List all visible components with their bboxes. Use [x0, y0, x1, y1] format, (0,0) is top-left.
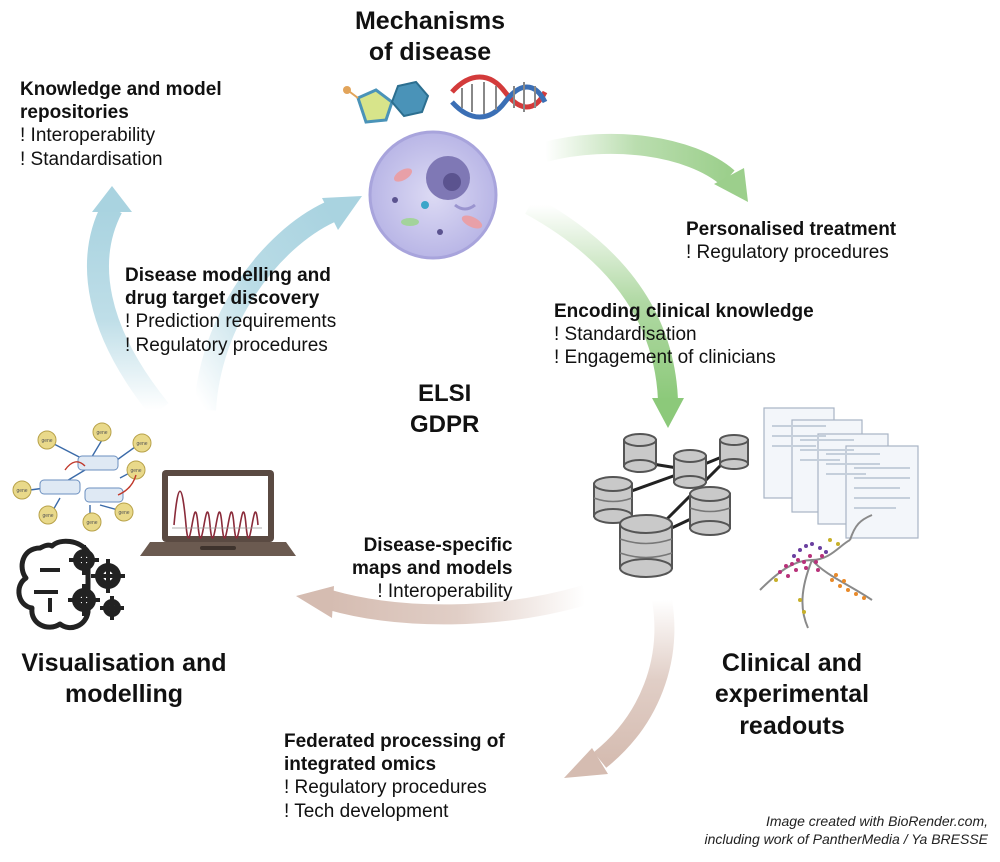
arrow-to-federated	[564, 598, 675, 778]
arrow-to-personalised	[542, 133, 748, 202]
section-federated-processing: Federated processing of integrated omics…	[284, 731, 505, 822]
gene-label: gene	[42, 513, 53, 519]
molecule-icon	[343, 80, 430, 124]
node-clinical-and-experimental-readouts: Clinical and experimental readouts	[714, 649, 870, 740]
cell-icon	[368, 130, 498, 260]
section-encoding-clinical-knowledge: Encoding clinical knowledge ! Standardis…	[554, 301, 814, 369]
gene-label: gene	[118, 510, 129, 516]
arrow-to-visualisation	[296, 585, 588, 625]
gene-label: gene	[86, 520, 97, 526]
node-mechanisms-of-disease: Mechanisms of disease	[354, 7, 506, 67]
image-credit: Image created with BioRender.com, includ…	[704, 813, 988, 848]
arrow-to-repositories	[87, 186, 169, 417]
center-elsi-gdpr: ELSI GDPR	[410, 380, 480, 439]
laptop-icon	[140, 470, 296, 556]
gene-network-icon: gene gene gene gene gene gene gene gene	[12, 422, 152, 532]
database-network-icon	[593, 433, 749, 578]
section-disease-specific-maps: Disease-specific maps and models ! Inter…	[352, 535, 513, 603]
dna-icon	[450, 74, 548, 120]
gene-label: gene	[136, 441, 147, 447]
gene-label: gene	[16, 488, 27, 494]
section-disease-modelling: Disease modelling and drug target discov…	[125, 265, 337, 356]
arrow-to-clinical	[525, 196, 684, 428]
arrow-to-mechanisms	[194, 196, 362, 411]
documents-icon	[763, 407, 919, 539]
brain-gears-icon	[16, 538, 125, 630]
section-knowledge-repositories: Knowledge and model repositories ! Inter…	[20, 79, 222, 170]
section-personalised-treatment: Personalised treatment ! Regulatory proc…	[686, 219, 897, 264]
node-visualisation-and-modelling: Visualisation and modelling	[21, 649, 227, 709]
gene-label: gene	[41, 438, 52, 444]
gene-label: gene	[96, 430, 107, 436]
gene-label: gene	[130, 468, 141, 474]
trajectory-plot-icon	[759, 514, 873, 629]
